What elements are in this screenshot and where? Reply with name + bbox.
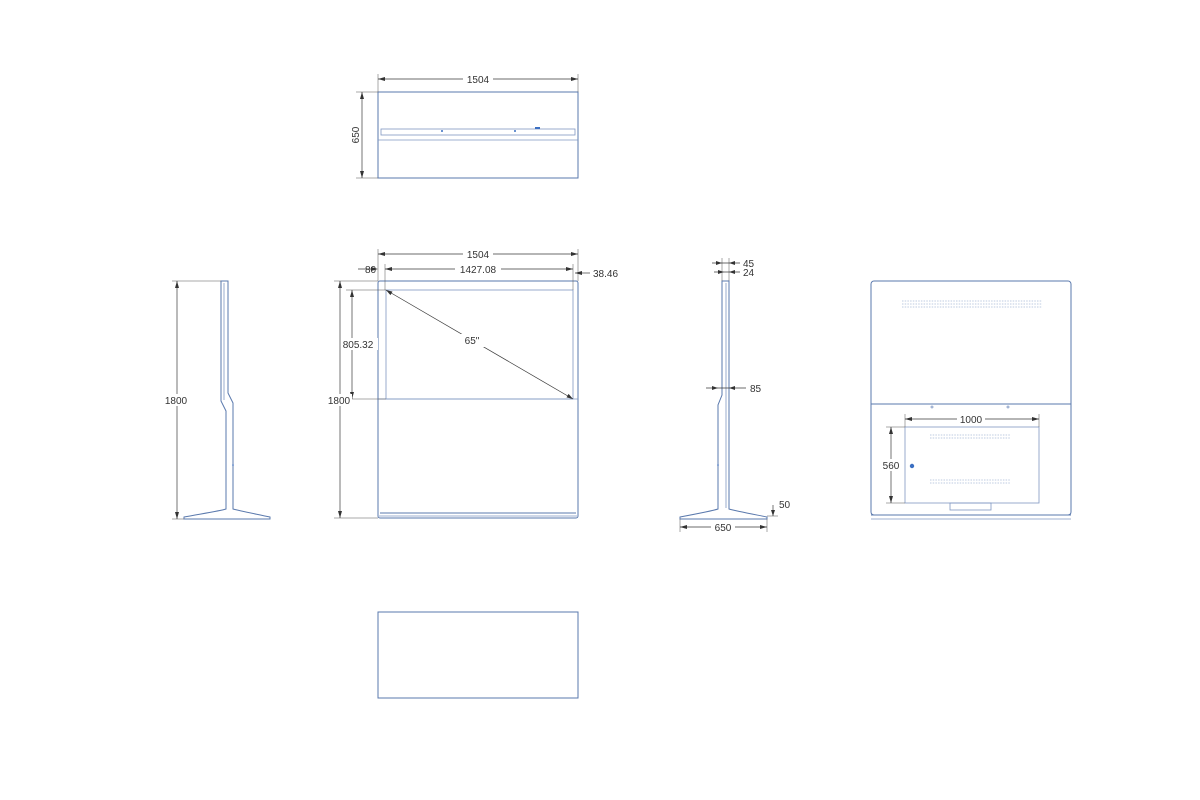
arrow-head [571, 77, 578, 81]
arrow-head [889, 427, 893, 434]
left-side-height-label: 1800 [165, 396, 188, 407]
rear-mount-marker [1006, 405, 1010, 409]
label-mask [463, 73, 493, 85]
top-depth-label: 650 [351, 126, 362, 143]
label-mask [326, 394, 352, 406]
arrow-head [360, 171, 364, 178]
arrow-head [175, 512, 179, 519]
label-mask [459, 334, 485, 347]
vesa-height-label: 560 [883, 461, 900, 472]
arrow-head [575, 271, 582, 275]
rear-indicator-dot [909, 463, 915, 469]
left-side-marker [232, 464, 234, 466]
screen-width-label: 1427.08 [460, 265, 497, 276]
arrow-head [175, 281, 179, 288]
rear-mount-marker [930, 405, 934, 409]
right-margin-label: 38.46 [593, 269, 618, 280]
top-view-outline [377, 91, 579, 179]
right-side-view: 45 24 85 650 50 [679, 258, 791, 534]
front-view-outline [377, 280, 579, 519]
arrow-head [378, 252, 385, 256]
top-view-marker [514, 130, 516, 132]
top-view: 1504 650 [351, 73, 579, 179]
panel-thickness-label: 24 [743, 268, 755, 279]
arrow-head [338, 281, 342, 288]
arrow-head [889, 496, 893, 503]
arrow-head [729, 270, 735, 274]
top-view-marker [441, 130, 443, 132]
front-width-label: 1504 [467, 250, 490, 261]
label-mask [463, 248, 493, 260]
diagonal-label: 65" [465, 336, 480, 347]
body-thickness-label: 85 [750, 384, 762, 395]
top-width-label: 1504 [467, 75, 490, 86]
label-mask [163, 394, 189, 406]
top-view-panel-edge [380, 128, 576, 136]
arrow-head [338, 511, 342, 518]
label-mask [879, 459, 903, 471]
right-side-outline [679, 280, 768, 520]
arrow-head [905, 417, 912, 421]
base-depth-label: 650 [715, 523, 732, 534]
arrow-head [385, 267, 392, 271]
cover-vent-grille-top [930, 434, 1010, 439]
left-side-outline [183, 280, 271, 520]
label-mask [340, 338, 378, 350]
bottom-view-outline [377, 611, 579, 699]
rear-port-cover [949, 502, 992, 511]
top-view-sensor [535, 127, 540, 129]
right-side-marker [717, 464, 719, 466]
arrow-head [718, 270, 724, 274]
arrow-head [680, 525, 687, 529]
arrow-head [386, 290, 393, 296]
arrow-head [566, 393, 573, 399]
bottom-view [377, 611, 579, 699]
arrow-head [371, 267, 378, 271]
top-vent-grille [902, 300, 1042, 308]
rear-cover-panel [904, 426, 1040, 504]
arrow-head [712, 386, 718, 390]
base-height-label: 50 [779, 500, 791, 511]
front-height-label: 1800 [328, 396, 351, 407]
label-mask [957, 413, 985, 425]
arrow-head [566, 267, 573, 271]
arrow-head [729, 261, 735, 265]
vesa-width-label: 1000 [960, 415, 983, 426]
top-thickness-label: 45 [743, 259, 755, 270]
screen-height-label: 805.32 [343, 340, 374, 351]
arrow-head [771, 510, 775, 516]
front-view: 65" 1504 1427.08 80 38.46 805.32 [326, 248, 618, 519]
arrow-head [350, 290, 354, 297]
left-margin-label: 80 [365, 265, 377, 276]
label-mask [711, 521, 735, 533]
cover-vent-grille-bottom [930, 479, 1010, 484]
arrow-head [716, 261, 722, 265]
arrow-head [571, 252, 578, 256]
label-mask [455, 263, 501, 275]
arrow-head [360, 92, 364, 99]
arrow-head [1032, 417, 1039, 421]
arrow-head [760, 525, 767, 529]
left-side-view: 1800 [163, 280, 271, 520]
rear-view: 1000 560 [870, 280, 1072, 520]
arrow-head [729, 386, 735, 390]
arrow-head [378, 77, 385, 81]
